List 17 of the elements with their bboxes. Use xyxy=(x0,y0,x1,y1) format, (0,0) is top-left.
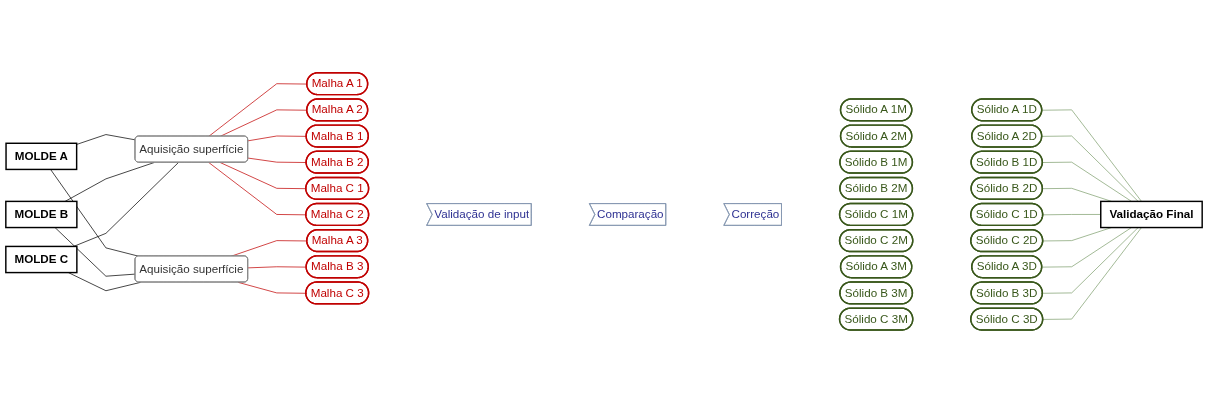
connector xyxy=(247,135,307,142)
connector xyxy=(247,157,307,163)
connector xyxy=(1041,109,1142,202)
node-box: MOLDE C xyxy=(5,245,78,274)
node-box: Validação Final xyxy=(1100,200,1203,229)
connector xyxy=(1042,161,1132,202)
connector xyxy=(54,227,136,277)
connector xyxy=(1041,135,1139,202)
node-box: MOLDE A xyxy=(5,142,78,171)
connector xyxy=(247,266,307,269)
connector xyxy=(1041,227,1132,268)
connector xyxy=(1042,227,1139,294)
node-box: MOLDE B xyxy=(5,200,78,229)
connector xyxy=(1042,227,1142,320)
connector xyxy=(76,134,136,145)
connector xyxy=(1042,188,1112,202)
connector xyxy=(73,162,179,247)
